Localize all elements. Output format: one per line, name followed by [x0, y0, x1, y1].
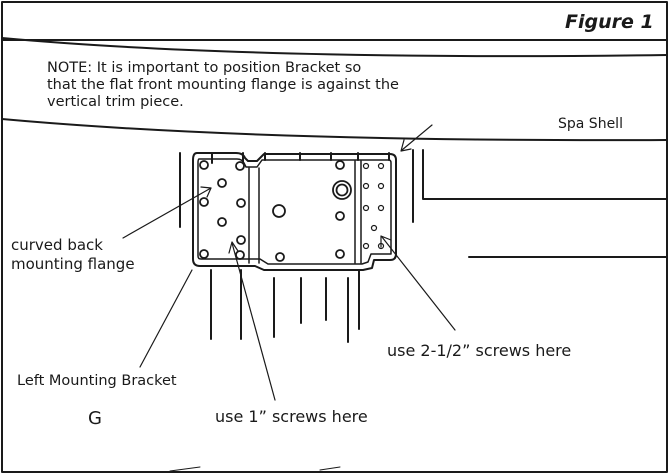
note-text: NOTE: It is important to position Bracke…	[47, 60, 399, 110]
bottom-marks	[169, 466, 341, 472]
spa-shell-bottom-curve	[1, 118, 668, 142]
support-lines	[179, 152, 390, 228]
plate-holes	[272, 160, 352, 262]
flange-holes	[199, 160, 246, 260]
curved-flange-label: curved back mounting flange	[11, 236, 135, 273]
part-letter: G	[88, 408, 102, 429]
trim-lines	[412, 149, 668, 258]
leader-lines	[122, 124, 456, 401]
left-bracket-label: Left Mounting Bracket	[17, 373, 177, 389]
long-screws-label: use 2-1/2” screws here	[387, 341, 572, 360]
spa-shell-label: Spa Shell	[558, 116, 623, 132]
figure-title: Figure 1	[565, 11, 654, 33]
short-screws-label: use 1” screws here	[215, 407, 368, 426]
spa-shell-top-curve	[1, 37, 668, 58]
bracket-legs	[210, 269, 360, 343]
mounting-bracket	[192, 152, 397, 271]
